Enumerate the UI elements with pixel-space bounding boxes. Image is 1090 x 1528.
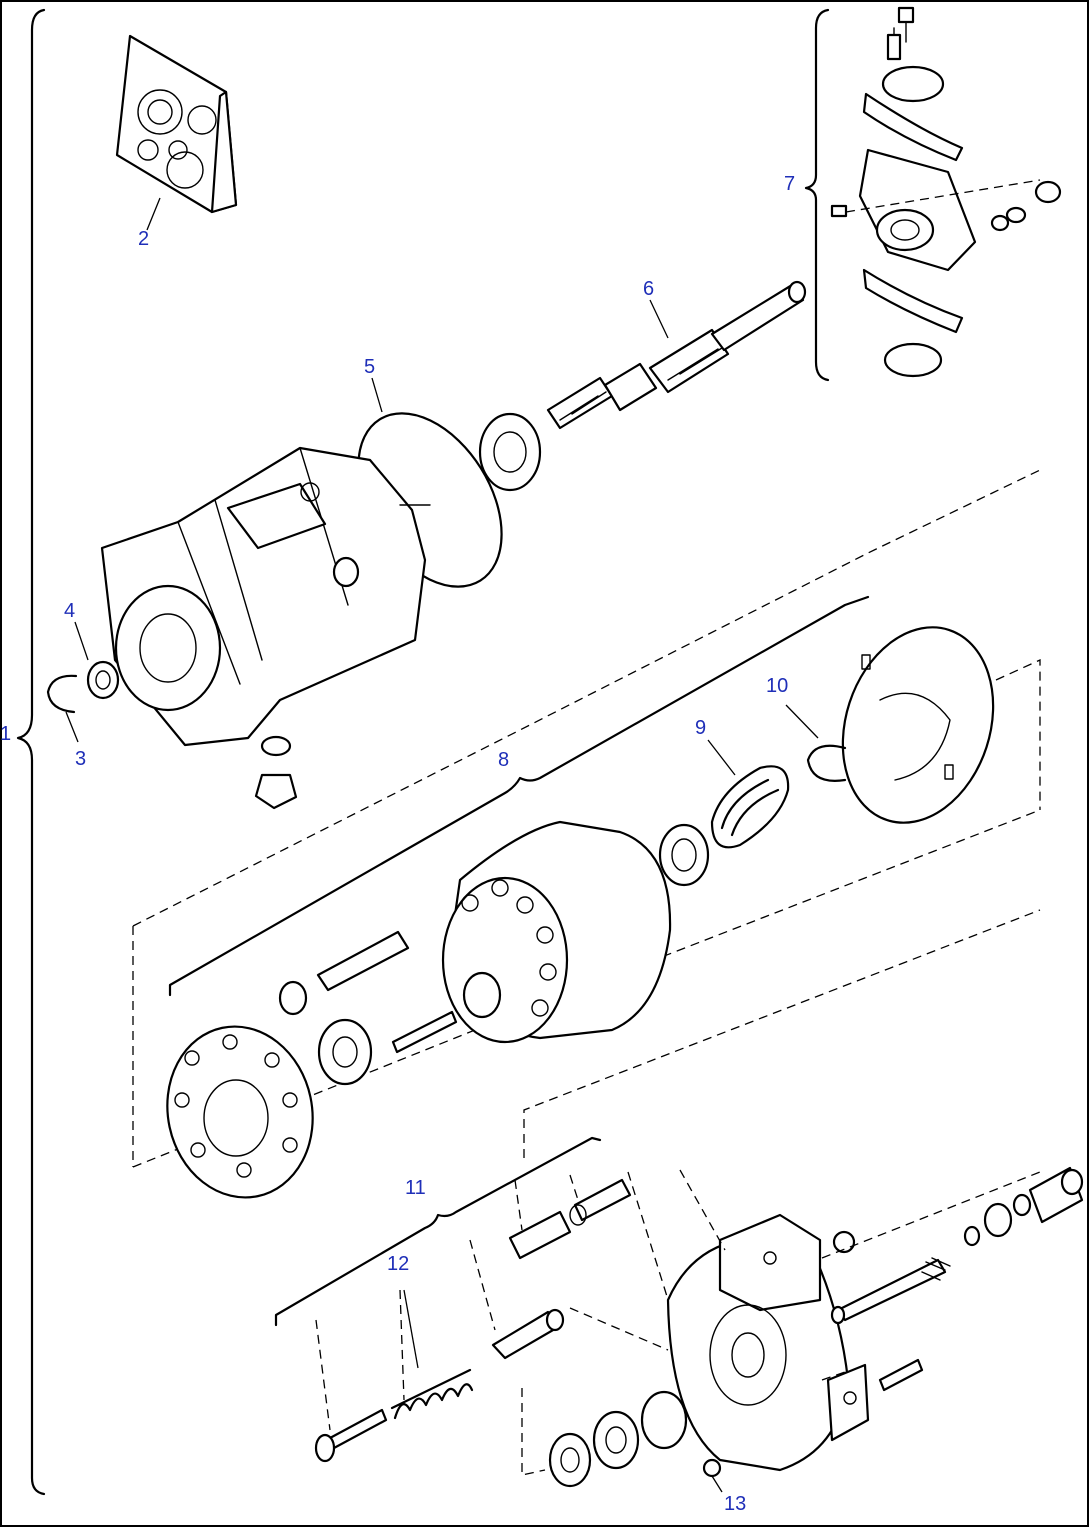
spring-seat — [658, 823, 710, 887]
control-pistons — [508, 1178, 632, 1260]
bottom-seals — [548, 1390, 688, 1488]
snap-ring — [46, 674, 78, 714]
brace-group-11 — [274, 1136, 602, 1327]
relief-valve — [491, 1308, 565, 1360]
leader-3 — [65, 711, 79, 743]
valve-spring — [390, 1368, 474, 1420]
axis-line-7 — [845, 179, 1041, 213]
plug — [702, 1458, 722, 1478]
brace-assembly — [16, 8, 46, 1496]
group-8-right — [995, 658, 1041, 810]
callout-6: 6 — [643, 278, 654, 300]
leader-6 — [649, 299, 669, 339]
cover-bolts — [830, 1257, 951, 1392]
callout-5: 5 — [364, 356, 375, 378]
pump-housing — [100, 446, 431, 810]
callout-3: 3 — [75, 748, 86, 770]
shoe-retainer — [317, 1018, 373, 1086]
oil-seal — [86, 660, 120, 700]
callout-7: 7 — [784, 173, 795, 195]
callout-10: 10 — [766, 675, 788, 697]
callout-4: 4 — [64, 600, 75, 622]
callout-13: 13 — [724, 1493, 746, 1515]
leader-13 — [711, 1475, 723, 1493]
assembly-axis-lines — [315, 1169, 1041, 1476]
retaining-ring — [806, 744, 847, 782]
callout-labels: 1 2 3 4 5 6 7 8 9 10 11 12 13 — [0, 173, 795, 1515]
leader-9 — [707, 739, 736, 776]
cylinder-block — [441, 820, 672, 1044]
group-8-outline — [132, 469, 1041, 1167]
leader-2 — [146, 197, 161, 231]
callout-12: 12 — [387, 1253, 409, 1275]
seal-kit — [115, 34, 238, 214]
end-cover — [666, 1213, 870, 1472]
group-11-dash-top — [523, 909, 1041, 1158]
callout-1: 1 — [0, 723, 11, 745]
leader-4 — [74, 621, 89, 661]
long-bolt — [314, 1408, 388, 1463]
adjust-screw-parts — [963, 1166, 1084, 1247]
shaft-bearing — [478, 412, 542, 492]
spring — [710, 765, 790, 849]
leader-12 — [403, 1289, 419, 1369]
swash-plate-assembly — [830, 6, 1062, 378]
brace-subassembly-7 — [804, 8, 830, 382]
callout-9: 9 — [695, 717, 706, 739]
pistons — [278, 930, 458, 1054]
valve-plate — [841, 626, 995, 824]
callout-8: 8 — [498, 749, 509, 771]
cover-nut — [832, 1230, 856, 1254]
callout-11: 11 — [405, 1177, 426, 1199]
brace-group-8 — [168, 595, 870, 997]
leader-10 — [785, 704, 819, 739]
leader-5 — [371, 377, 383, 413]
callout-2: 2 — [138, 228, 149, 250]
retainer-plate — [166, 1025, 314, 1199]
drive-shaft — [546, 280, 807, 430]
